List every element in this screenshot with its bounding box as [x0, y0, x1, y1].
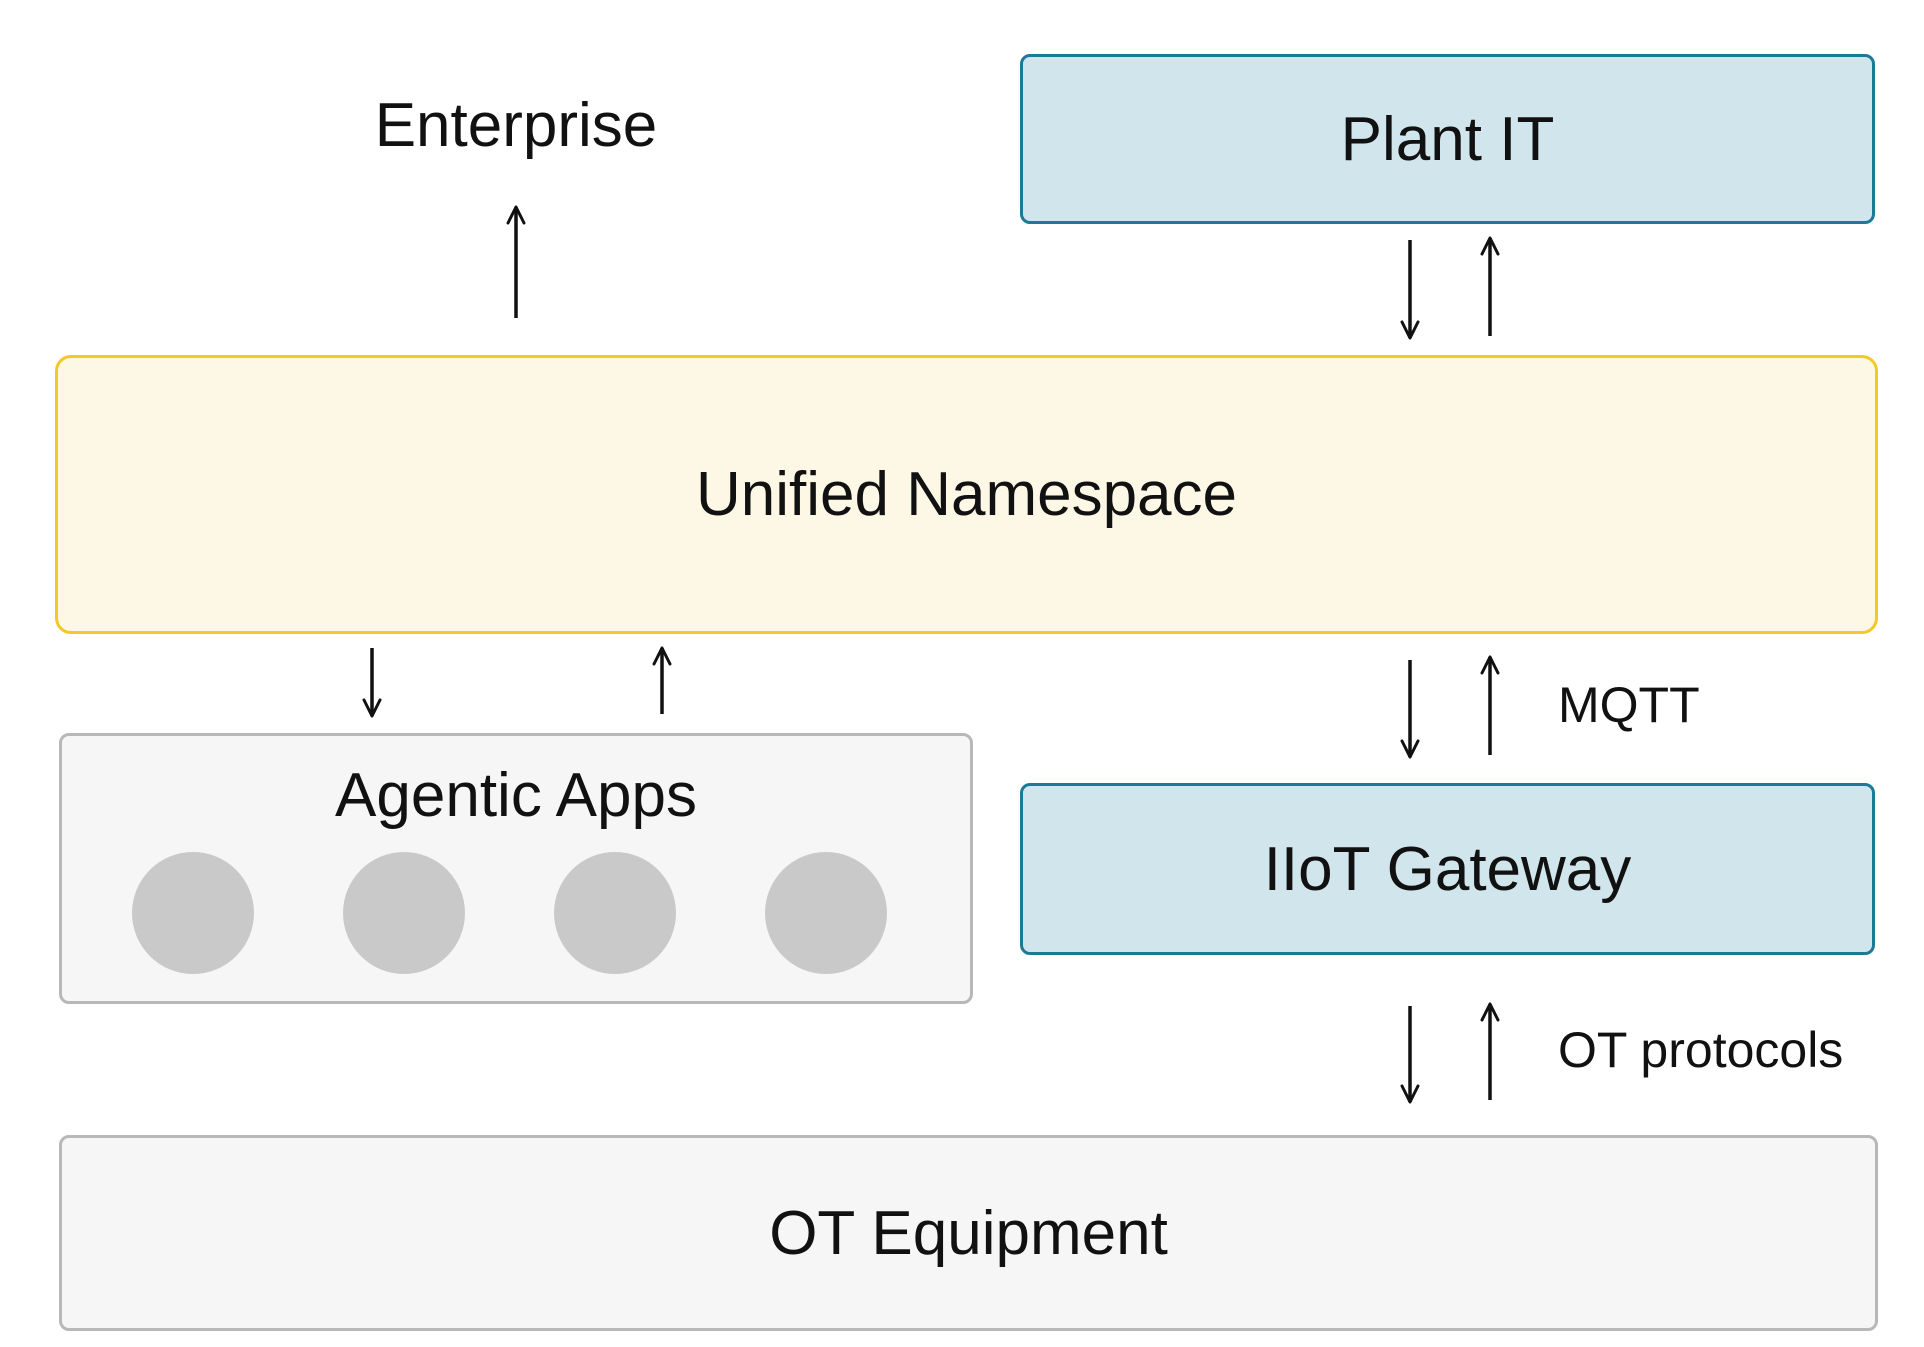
unified-namespace-box: Unified Namespace — [55, 355, 1878, 634]
mqtt-label: MQTT — [1558, 677, 1700, 733]
agent-app-circle — [765, 852, 887, 974]
unified-namespace-label: Unified Namespace — [695, 460, 1238, 529]
agent-app-circle — [554, 852, 676, 974]
ot-equipment-label: OT Equipment — [769, 1198, 1168, 1268]
agentic-apps-label: Agentic Apps — [335, 761, 697, 830]
agent-app-circle — [132, 852, 254, 974]
agent-app-circle — [343, 852, 465, 974]
iiot-gateway-box: IIoT Gateway — [1020, 783, 1875, 955]
plant-it-label: Plant IT — [1340, 104, 1555, 174]
ot-protocols-label: OT protocols — [1558, 1022, 1844, 1078]
agentic-apps-box: Agentic Apps — [59, 733, 973, 1004]
enterprise-label: Enterprise — [374, 91, 658, 160]
plant-it-box: Plant IT — [1020, 54, 1875, 224]
ot-equipment-box: OT Equipment — [59, 1135, 1878, 1331]
iiot-gateway-label: IIoT Gateway — [1263, 834, 1632, 904]
